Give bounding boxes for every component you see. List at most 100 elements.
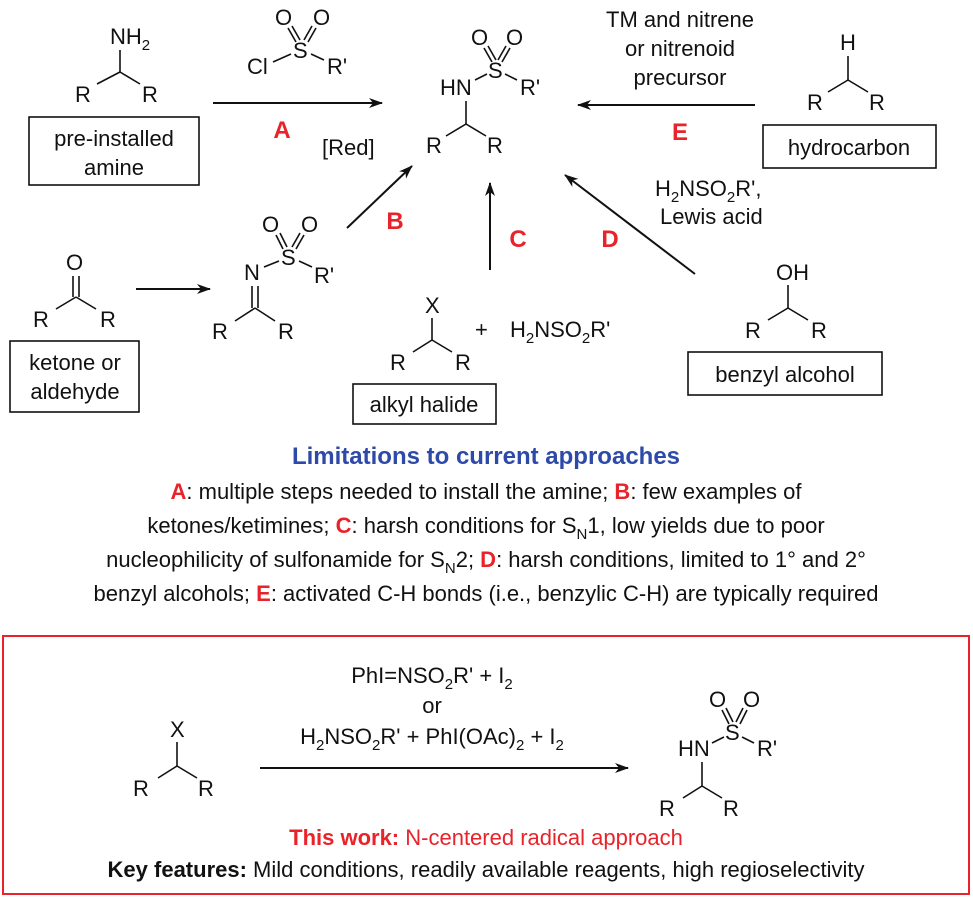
svg-text:R': R' [757,736,777,761]
reagent-d-line2: Lewis acid [660,204,763,229]
label-hydrocarbon: hydrocarbon [788,135,910,160]
svg-text:HN: HN [440,75,472,100]
central-product-sulfonamide: O O S HN R' R R [426,25,540,158]
limitation-line-3: nucleophilicity of sulfonamide for SN2; … [106,547,866,577]
svg-text:O: O [709,687,726,712]
svg-text:OH: OH [776,260,809,285]
svg-text:O: O [301,212,318,237]
hydrocarbon-structure: H R R [807,30,885,115]
arrow-route-d [564,174,696,275]
reagent-c-sulfonamide: H2NSO2R' [510,317,610,347]
svg-text:R': R' [314,263,334,288]
text-segment: nucleophilicity of sulfonamide for S [106,547,445,572]
ketone-structure: O R R [33,250,116,332]
text-segment: ketones/ketimines; [147,513,335,538]
text-segment: : harsh conditions, limited to 1° and 2° [496,547,866,572]
svg-text:S: S [281,245,296,270]
svg-text:R: R [869,90,885,115]
reagent-red: [Red] [322,135,375,160]
route-ref-a: A [171,479,187,504]
svg-text:O: O [275,5,292,30]
subscript: N [577,526,588,543]
arrow-route-b [346,165,413,229]
atom-nh2: NH2 [110,24,150,54]
svg-text:R: R [455,350,471,375]
reagent-e-line2: or nitrenoid [625,36,735,61]
atom-r: R [142,82,158,107]
svg-text:R: R [212,319,228,344]
svg-text:R: R [133,776,149,801]
svg-text:S: S [293,38,308,63]
svg-text:R: R [426,133,442,158]
route-label-d: D [601,226,618,253]
route-label-c: C [509,226,526,253]
atom-r: R [75,82,91,107]
limitations-heading: Limitations to current approaches [292,443,680,470]
ketimine-structure: O O S N R' R R [212,212,334,344]
svg-text:X: X [425,293,440,318]
svg-text:R: R [659,796,675,821]
route-label-b: B [386,208,403,235]
text-segment: 1, low yields due to poor [587,513,824,538]
svg-text:R: R [390,350,406,375]
key-features: Key features: Mild conditions, readily a… [108,857,865,882]
svg-text:R: R [487,133,503,158]
svg-text:R': R' [327,54,347,79]
svg-text:O: O [471,25,488,50]
svg-text:HN: HN [678,736,710,761]
svg-text:O: O [506,25,523,50]
route-ref-d: D [480,547,496,572]
limitation-line-1: A: multiple steps needed to install the … [171,479,803,504]
svg-text:R: R [33,307,49,332]
svg-text:R: R [100,307,116,332]
svg-text:S: S [725,720,740,745]
this-work-or: or [422,693,442,718]
this-work-reagent-2: H2NSO2R' + PhI(OAc)2 + I2 [300,724,564,754]
text-segment: 2; [456,547,480,572]
this-work-reagent-1: PhI=NSO2R' + I2 [351,663,513,693]
box-pre-installed-amine [28,116,200,186]
svg-text:H: H [840,30,856,55]
label-pre-installed: pre-installed [54,126,174,151]
svg-text:R: R [807,90,823,115]
label-alkyl-halide: alkyl halide [370,392,479,417]
benzyl-alcohol-structure: OH R R [745,260,827,343]
svg-text:R: R [723,796,739,821]
route-ref-b: B [614,479,630,504]
this-work-title: This work: N-centered radical approach [289,825,683,850]
svg-text:N: N [244,260,260,285]
amine-structure: NH2 R R [75,24,158,107]
this-work-substrate: X R R [133,717,214,801]
svg-text:O: O [743,687,760,712]
limitation-line-2: ketones/ketimines; C: harsh conditions f… [147,513,824,543]
svg-text:Cl: Cl [247,54,268,79]
this-work-box [2,635,970,895]
route-ref-e: E [256,581,271,606]
route-ref-c: C [336,513,352,538]
reagent-d-line1: H2NSO2R', [655,176,761,206]
limitation-line-4: benzyl alcohols; E: activated C-H bonds … [93,581,878,606]
box-hydrocarbon [762,124,937,169]
route-label-e: E [672,119,688,146]
svg-text:R: R [745,318,761,343]
text-segment: : few examples of [630,479,802,504]
text-segment: benzyl alcohols; [93,581,256,606]
svg-text:+: + [475,317,488,342]
svg-text:R: R [811,318,827,343]
text-segment: : multiple steps needed to install the a… [186,479,614,504]
box-benzyl-alcohol [687,351,883,396]
subscript: N [445,560,456,577]
svg-text:O: O [313,5,330,30]
reagent-e-line1: TM and nitrene [606,7,754,32]
svg-text:R: R [198,776,214,801]
route-label-a: A [273,117,290,144]
label-amine: amine [84,155,144,180]
svg-text:O: O [262,212,279,237]
box-ketone-aldehyde [9,340,140,413]
sulfonyl-chloride: O O S Cl R' [247,5,347,79]
svg-text:S: S [488,58,503,83]
label-ketone-or: ketone or [29,350,121,375]
svg-text:O: O [66,250,83,275]
text-segment: : activated C-H bonds (i.e., benzylic C-… [271,581,879,606]
